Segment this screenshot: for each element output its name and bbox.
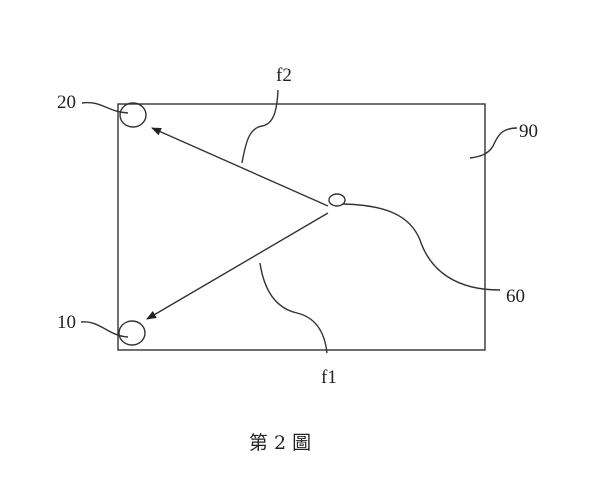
label-90: 90	[519, 121, 538, 142]
leader-20	[81, 101, 129, 114]
source-60-circle	[328, 193, 346, 207]
leader-60	[342, 203, 501, 291]
leader-10	[80, 321, 129, 338]
element-20-circle	[119, 102, 147, 128]
label-20: 20	[57, 92, 76, 113]
label-f1: f1	[321, 367, 337, 388]
arrow-f1	[146, 212, 329, 320]
element-10-circle	[118, 320, 146, 346]
leader-f1	[259, 262, 328, 354]
leader-f2	[241, 89, 279, 164]
leader-90	[469, 127, 518, 159]
label-60: 60	[506, 286, 525, 307]
label-f2: f2	[276, 65, 292, 86]
frame-90	[117, 103, 486, 351]
arrow-f2	[151, 127, 329, 207]
label-10: 10	[57, 312, 76, 333]
figure-caption: 第 2 圖	[248, 432, 312, 454]
